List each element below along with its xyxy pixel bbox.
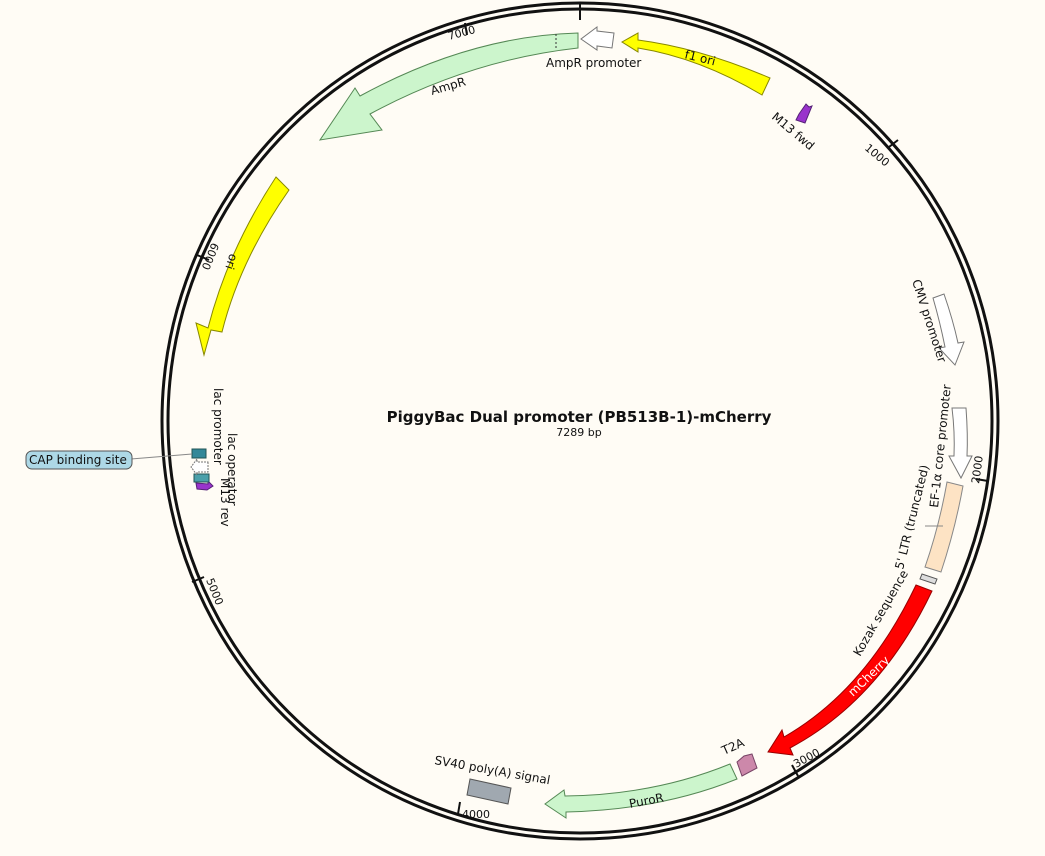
feature-label-puror: PuroR — [628, 791, 665, 811]
feature-bar-cap-binding-site[interactable] — [191, 448, 207, 459]
feature-sv40[interactable]: SV40 poly(A) signal — [433, 753, 551, 805]
feature-arrow-puror[interactable] — [544, 763, 738, 819]
plasmid-title: PiggyBac Dual promoter (PB513B-1)-mCherr… — [387, 408, 772, 426]
feature-arrow-ampr-promoter[interactable] — [580, 26, 615, 51]
feature-bar-sv40[interactable] — [466, 778, 512, 805]
feature-arrow-lac-promoter[interactable] — [190, 457, 209, 477]
feature-arrow-ampr[interactable] — [318, 32, 579, 141]
tick-label-2000: 2000 — [969, 455, 986, 485]
feature-bar-kozak[interactable] — [919, 573, 938, 585]
feature-label-lac-operator: lac operator — [225, 433, 239, 506]
tick-label-7000: 7000 — [446, 23, 476, 43]
tick-label-3000: 3000 — [791, 746, 822, 771]
feature-arrow-ori[interactable] — [195, 176, 290, 357]
feature-label-m13-rev: M13 rev — [218, 478, 232, 527]
feature-f1-ori[interactable]: f1 ori — [621, 32, 771, 96]
feature-label-ampr-promoter: AmpR promoter — [546, 56, 641, 70]
feature-arrow-t2a[interactable] — [736, 753, 758, 777]
feature-label-mcherry: mCherry — [845, 653, 892, 699]
feature-label-lac-promoter: lac promoter — [211, 388, 225, 465]
cap-callout-line — [130, 453, 193, 460]
feature-lac-operator[interactable]: lac operator — [193, 433, 239, 506]
feature-label-m13-fwd: M13 fwd — [769, 110, 817, 153]
feature-lac-promoter[interactable]: lac promoter — [190, 388, 225, 477]
feature-arrow-f1-ori[interactable] — [621, 32, 771, 96]
backbone-outer-ring — [160, 1, 1000, 841]
feature-arrow-m13-fwd[interactable] — [795, 103, 813, 124]
tick-4000: 4000 — [457, 801, 490, 821]
feature-bar-ltr[interactable] — [924, 481, 964, 573]
feature-ori[interactable]: ori — [195, 176, 290, 357]
feature-label-ori: ori — [222, 252, 240, 271]
feature-label-cap-binding-site: CAP binding site — [29, 453, 127, 467]
feature-m13-rev[interactable]: M13 rev — [195, 478, 232, 527]
bp-ticks: 1000 2000 3000 4000 5000 6000 7000 — [191, 22, 989, 821]
tick-2000: 2000 — [969, 455, 989, 485]
feature-arrow-ef1a[interactable] — [948, 407, 973, 480]
feature-m13-fwd[interactable]: M13 fwd — [769, 103, 817, 153]
feature-puror[interactable]: PuroR — [544, 763, 738, 819]
feature-label-sv40: SV40 poly(A) signal — [433, 753, 551, 787]
tick-label-4000: 4000 — [462, 808, 490, 821]
feature-ampr-promoter[interactable]: AmpR promoter — [546, 26, 641, 70]
feature-arrow-mcherry[interactable] — [767, 584, 933, 756]
feature-bar-lac-operator[interactable] — [193, 473, 210, 483]
feature-ampr[interactable]: AmpR — [318, 32, 579, 141]
plasmid-size: 7289 bp — [556, 426, 601, 439]
feature-ltr[interactable]: 5' LTR (truncated) — [892, 463, 964, 573]
tick-7000: 7000 — [446, 22, 477, 43]
feature-arrow-cmv-promoter[interactable] — [932, 293, 965, 366]
feature-label-ltr: 5' LTR (truncated) — [892, 463, 932, 570]
cap-callout-box[interactable] — [25, 450, 133, 470]
feature-cmv-promoter[interactable]: CMV promoter — [909, 278, 965, 366]
feature-cap-binding-site[interactable]: CAP binding site — [25, 448, 207, 470]
feature-arrow-m13-rev[interactable] — [195, 479, 214, 491]
feature-label-t2a: T2A — [719, 735, 748, 758]
